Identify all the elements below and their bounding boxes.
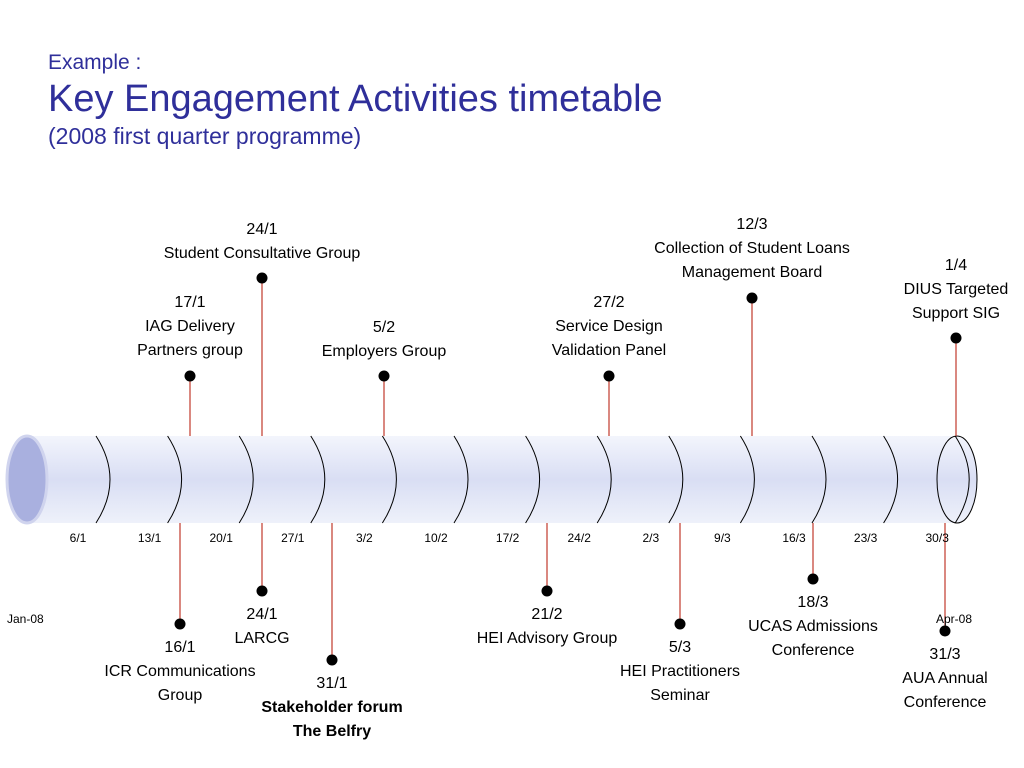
title-block: Example : Key Engagement Activities time… [48,50,663,150]
week-divider-arc [381,435,397,524]
week-divider-arc [596,435,612,524]
week-divider-arc [167,435,183,524]
week-divider-arc [954,435,970,524]
week-divider-arc [95,435,111,524]
event-name-line: HEI Advisory Group [476,630,618,647]
event-name-line: Support SIG [911,305,1001,322]
event-marker-dot [541,585,553,597]
event-date: 27/2 [593,294,625,311]
event-name-line: Group [157,687,203,704]
event-name-line: Partners group [137,342,243,359]
timeline-tick-label: 17/2 [495,531,520,545]
week-divider-arc [668,435,684,524]
week-divider-arc [238,435,254,524]
event-date: 24/1 [246,221,278,238]
slide-title: Key Engagement Activities timetable [48,78,663,120]
timeline-tube-end [936,435,978,524]
event-marker-dot [256,272,268,284]
timeline-tick-label: 13/1 [137,531,162,545]
event-date: 5/2 [372,319,396,336]
week-divider-arc [811,435,827,524]
event-name-line: HEI Practitioners [619,663,741,680]
timeline-tick-label: 9/3 [714,531,731,545]
event-marker-dot [950,332,962,344]
event-name-line: Validation Panel [551,342,667,359]
event-date: 31/1 [316,675,348,692]
event-name-line: Collection of Student Loans [654,240,850,257]
event-marker-dot [378,370,390,382]
event-date: 17/1 [174,294,206,311]
week-divider-arc [883,435,899,524]
event-date: 1/4 [944,257,968,274]
slide-pretitle: Example : [48,51,142,74]
event-connectors [174,272,962,666]
timeline-tick-label: 23/3 [853,531,878,545]
week-divider-arc [525,435,541,524]
event-name-line: Stakeholder forum [261,699,403,716]
event-name-line: Conference [771,642,855,659]
event-name-line: Employers Group [321,343,447,360]
event-name-line: AUA Annual [902,670,988,687]
week-divider-arc [739,435,755,524]
event-name-line: IAG Delivery [145,318,235,335]
event-name-line: Service Design [555,318,663,335]
timeline-week-dividers [95,435,970,524]
timeline-tick-label: 24/2 [567,531,591,545]
event-marker-dot [746,292,758,304]
event-date: 18/3 [797,594,829,611]
event-marker-dot [674,618,686,630]
event-name-line: ICR Communications [104,663,256,680]
event-name-line: Conference [903,694,987,711]
event-marker-dot [326,654,338,666]
week-divider-arc [453,435,469,524]
event-date: 16/1 [164,639,196,656]
timeline-tick-label: 20/1 [209,531,233,545]
event-name-line: LARCG [234,630,290,647]
event-date: 12/3 [736,216,768,233]
timeline-tube-cap [5,434,49,525]
event-name-line: DIUS Targeted [903,281,1009,298]
timeline-tick-label: 30/3 [925,531,949,545]
timeline-start-label: Jan-08 [7,612,44,626]
timeline-tick-label: 27/1 [281,531,305,545]
timeline-tick-label: 10/2 [424,531,448,545]
event-marker-dot [807,573,819,585]
event-name-line: The Belfry [292,723,372,740]
week-divider-arc [310,435,326,524]
event-date: 5/3 [668,639,692,656]
timeline-tube [27,436,957,523]
timeline-tick-label: 2/3 [642,531,660,545]
event-marker-dot [939,625,951,637]
event-name-line: UCAS Admissions [748,618,878,635]
timeline-tick-label: 16/3 [782,531,806,545]
timeline-tick-label: 3/2 [356,531,373,545]
event-date: 24/1 [246,606,278,623]
event-marker-dot [256,585,268,597]
event-name-line: Student Consultative Group [163,245,361,262]
event-date: 31/3 [929,646,961,663]
event-marker-dot [184,370,196,382]
event-marker-dot [603,370,615,382]
slide-subtitle: (2008 first quarter programme) [48,123,362,149]
event-marker-dot [174,618,186,630]
event-name-line: Seminar [650,687,710,704]
event-date: 21/2 [531,606,563,623]
timeline-tick-label: 6/1 [69,531,87,545]
timeline-end-label: Apr-08 [936,612,973,626]
event-name-line: Management Board [681,264,823,281]
